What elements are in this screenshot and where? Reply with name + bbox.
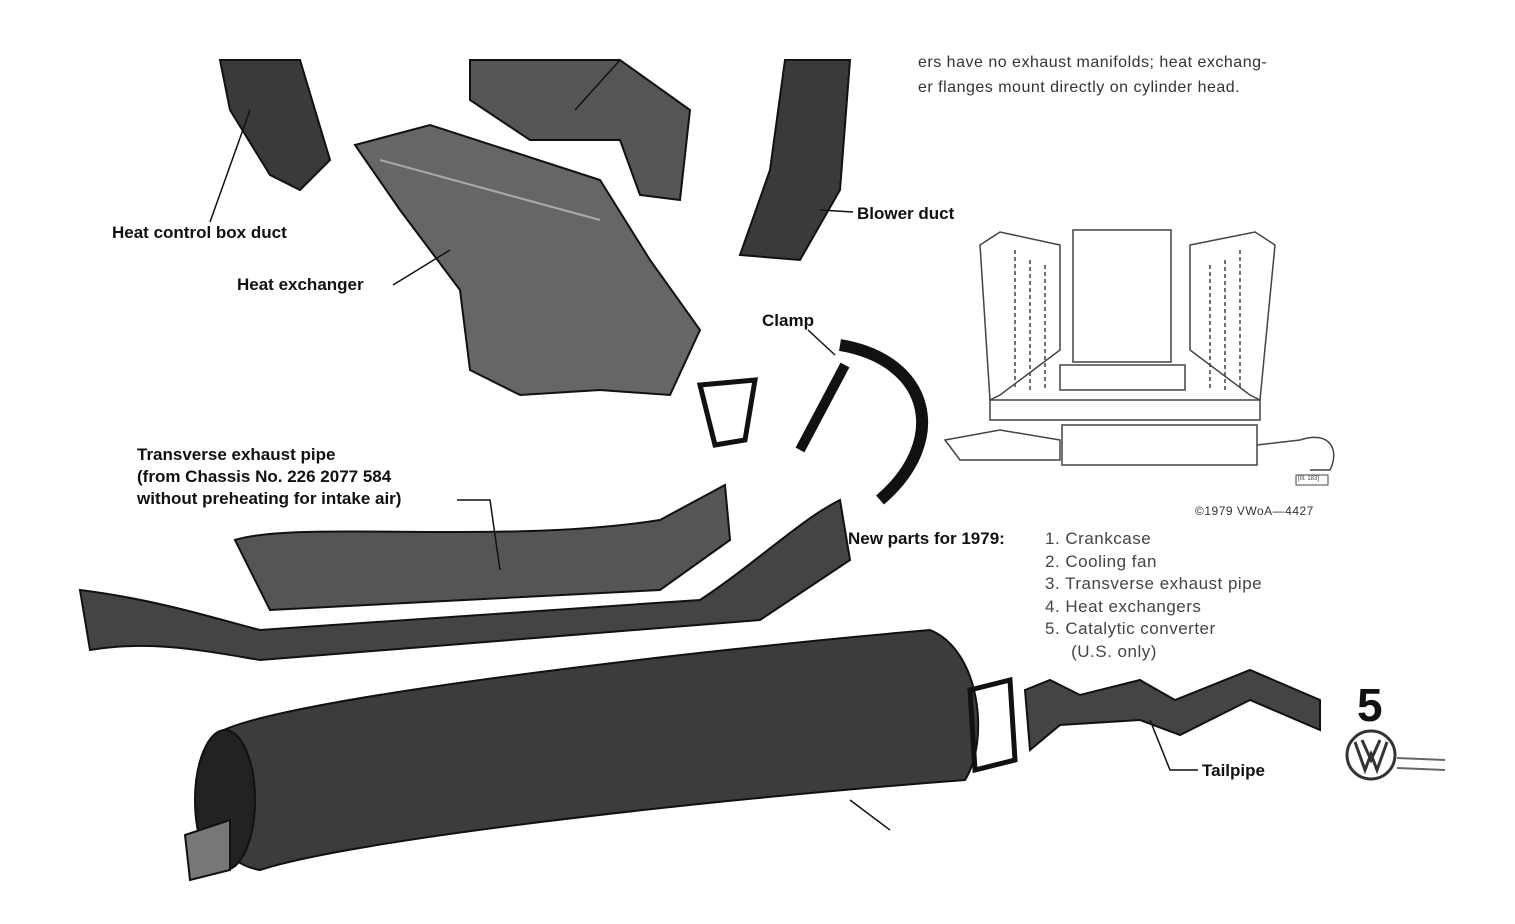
caption-line-1: ers have no exhaust manifolds; heat exch… xyxy=(918,54,1268,71)
clamp xyxy=(838,339,929,505)
new-parts-list: 1. Crankcase 2. Cooling fan 3. Transvers… xyxy=(1045,528,1262,663)
heat-exchanger xyxy=(353,123,702,397)
copyright: ©1979 VWoA—4427 xyxy=(1195,504,1314,518)
list-item: 4. Heat exchangers xyxy=(1045,596,1202,616)
new-parts-title: New parts for 1979: xyxy=(848,529,1005,548)
schematic-code: [Ill. 183] xyxy=(1298,476,1320,482)
label-heat-exchanger: Heat exchanger xyxy=(237,275,364,294)
label-transverse-pipe-1: Transverse exhaust pipe xyxy=(137,445,336,464)
list-item: 2. Cooling fan xyxy=(1045,551,1157,571)
label-clamp: Clamp xyxy=(762,311,814,330)
heat-control-box-duct xyxy=(218,59,332,192)
tailpipe xyxy=(1023,668,1321,752)
list-item: 3. Transverse exhaust pipe xyxy=(1045,574,1263,593)
label-transverse-pipe-3: without preheating for intake air) xyxy=(137,489,402,508)
transverse-exhaust-pipe xyxy=(78,498,852,662)
page-number: 5 xyxy=(1357,679,1383,731)
muffler xyxy=(201,628,980,872)
upper-pipe xyxy=(469,59,692,202)
exhaust-schematic xyxy=(943,229,1335,471)
label-tailpipe: Tailpipe xyxy=(1202,761,1265,780)
label-blower-duct: Blower duct xyxy=(857,204,955,223)
label-heat-control-box-duct: Heat control box duct xyxy=(112,223,287,242)
gasket xyxy=(696,377,758,448)
list-item: (U.S. only) xyxy=(1045,641,1157,661)
vw-logo-icon xyxy=(1345,729,1446,781)
list-item: 5. Catalytic converter xyxy=(1045,619,1216,638)
caption-line-2: er flanges mount directly on cylinder he… xyxy=(918,79,1241,96)
blower-duct xyxy=(738,59,852,262)
list-item: 1. Crankcase xyxy=(1045,529,1152,548)
label-transverse-pipe-2: (from Chassis No. 226 2077 584 xyxy=(137,467,392,486)
